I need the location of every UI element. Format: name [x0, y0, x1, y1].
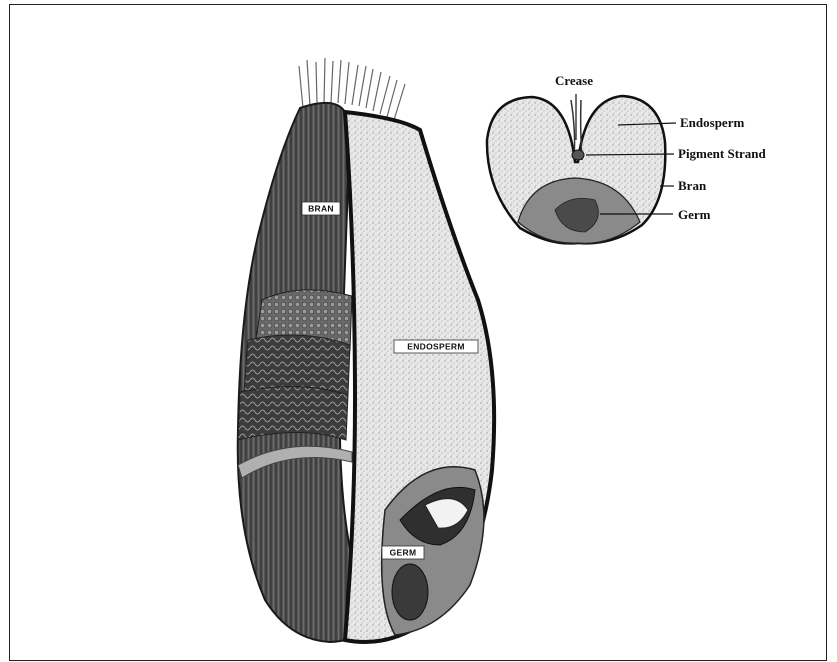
endosperm-tag: ENDOSPERM [394, 340, 478, 353]
germ-tag-text: GERM [390, 548, 417, 558]
pigment-strand [572, 150, 584, 160]
germ-tag: GERM [382, 546, 424, 559]
pigment-strand-label: Pigment Strand [678, 146, 767, 161]
bran-label: Bran [678, 178, 707, 193]
bran-tag-text: BRAN [308, 204, 334, 214]
crease-label: Crease [555, 73, 593, 88]
endosperm-label: Endosperm [680, 115, 744, 130]
kernel-longitudinal-section: BRAN ENDOSPERM GERM [238, 58, 494, 642]
seed-coat-layer [244, 335, 350, 395]
endosperm-tag-text: ENDOSPERM [407, 342, 465, 352]
radicle [392, 564, 428, 620]
germ-label: Germ [678, 207, 711, 222]
kernel-cross-section: Crease Endosperm Pigment Strand Bran Ger… [487, 73, 767, 243]
bran-tag: BRAN [302, 202, 340, 215]
nucellar-layer [238, 387, 348, 440]
